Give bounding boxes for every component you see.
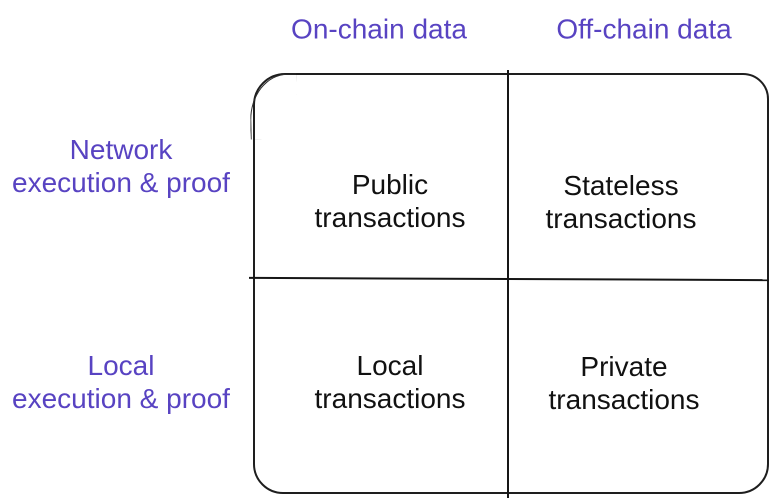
row-header-line: Network	[69, 134, 173, 165]
row-header-local-execution-proof: Local execution & proof	[12, 349, 230, 415]
quadrant-label-line: Stateless	[563, 170, 679, 201]
row-header-line: Local	[87, 350, 155, 381]
matrix-outline-box	[249, 73, 769, 494]
column-header-off-chain-data: Off-chain data	[556, 13, 732, 45]
quadrant-label-line: transactions	[545, 203, 697, 234]
row-header-line: execution & proof	[12, 167, 230, 198]
vertical-divider-line	[507, 70, 509, 498]
quadrant-local-transactions: Local transactions	[315, 349, 466, 415]
quadrant-label-line: Private	[580, 351, 668, 382]
quadrant-label-line: Local	[356, 350, 424, 381]
row-header-line: execution & proof	[12, 383, 230, 414]
column-header-on-chain-data: On-chain data	[291, 13, 467, 45]
quadrant-label-line: transactions	[314, 202, 466, 233]
quadrant-label-line: transactions	[314, 383, 466, 414]
quadrant-private-transactions: Private transactions	[549, 350, 700, 416]
quadrant-public-transactions: Public transactions	[315, 168, 466, 234]
quadrant-label-line: Public	[351, 169, 429, 200]
quadrant-label-line: transactions	[548, 384, 700, 415]
quadrant-stateless-transactions: Stateless transactions	[546, 169, 697, 235]
row-header-network-execution-proof: Network execution & proof	[12, 133, 230, 199]
sketch-corner-stroke	[249, 73, 298, 140]
